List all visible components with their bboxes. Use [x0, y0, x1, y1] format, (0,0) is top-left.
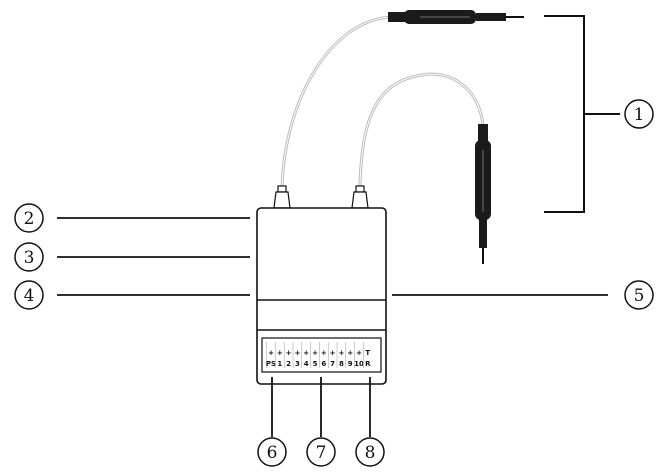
callout-6: 6 [257, 437, 287, 467]
servo-pin-polarity: + [347, 349, 353, 357]
servo-pin-polarity: + [303, 349, 309, 357]
antenna-tip-2 [475, 124, 491, 264]
servo-pin-6: +5 [310, 342, 318, 368]
callout-2-label: 2 [24, 209, 35, 229]
callout-5: 5 [624, 280, 654, 310]
antenna-cable-1-core [281, 16, 393, 187]
callout-4-label: 4 [24, 286, 35, 306]
servo-pin-11: +10 [354, 342, 364, 368]
servo-pin-label: 2 [286, 360, 291, 368]
servo-pin-label: R [365, 360, 371, 368]
servo-pin-1: + PS [266, 342, 276, 368]
antenna-connector-1 [273, 185, 291, 209]
callout-4: 4 [14, 280, 44, 310]
servo-pin-label: 10 [354, 360, 364, 368]
servo-pin-polarity: + [321, 349, 327, 357]
callout-8: 8 [355, 437, 385, 467]
servo-pin-3: +2 [283, 342, 292, 368]
servo-pin-label: 9 [348, 360, 353, 368]
servo-pin-polarity: T [365, 349, 370, 357]
servo-pin-7: +6 [319, 342, 327, 368]
servo-pin-label: 3 [295, 360, 300, 368]
servo-pin-polarity: + [268, 349, 274, 357]
servo-pin-label: PS [266, 360, 276, 368]
callout-1: 1 [624, 99, 654, 129]
servo-pin-polarity: + [356, 349, 362, 357]
servo-pin-polarity: + [312, 349, 318, 357]
callout-7-label: 7 [316, 443, 327, 463]
antenna-cable-2 [358, 72, 485, 187]
servo-pin-label: 6 [321, 360, 326, 368]
servo-pin-10: +9 [345, 342, 353, 368]
servo-pin-9: +8 [336, 342, 344, 368]
callout-1-bracket [544, 15, 620, 213]
servo-pin-polarity: + [330, 349, 336, 357]
callout-7: 7 [306, 437, 336, 467]
servo-pin-polarity: + [338, 349, 344, 357]
servo-pin-label: 4 [304, 360, 309, 368]
servo-pin-12: TR [363, 342, 371, 368]
callout-2: 2 [14, 203, 44, 233]
servo-pin-2: +1 [275, 342, 283, 368]
servo-pin-label: 7 [330, 360, 335, 368]
callout-6-label: 6 [267, 443, 278, 463]
antenna-tip-1 [388, 10, 524, 24]
servo-pin-label: 5 [313, 360, 318, 368]
leader-lines [57, 217, 608, 437]
callout-3-label: 3 [24, 248, 35, 268]
antenna-cable-2-core [359, 73, 484, 187]
callout-3: 3 [14, 242, 44, 272]
callout-8-label: 8 [365, 443, 376, 463]
callout-5-label: 5 [634, 286, 645, 306]
servo-pin-label: 8 [339, 360, 344, 368]
servo-pin-polarity: + [286, 349, 292, 357]
servo-pin-label: 1 [277, 360, 282, 368]
antenna-connector-2 [351, 185, 369, 209]
servo-pin-5: +4 [301, 342, 309, 368]
callout-1-label: 1 [634, 105, 645, 125]
servo-pin-polarity: + [277, 349, 283, 357]
servo-pin-8: +7 [327, 342, 336, 368]
servo-pin-4: +3 [292, 342, 300, 368]
servo-pin-polarity: + [294, 349, 300, 357]
